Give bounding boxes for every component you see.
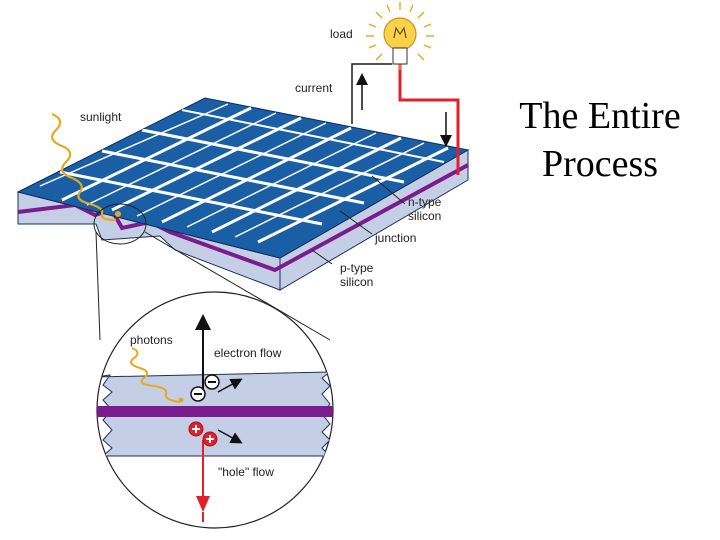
hole-icon — [188, 421, 243, 447]
hole-flow-label: "hole" flow — [218, 465, 274, 479]
junction-label: junction — [374, 231, 416, 245]
photon-wave-icon — [130, 347, 181, 403]
label-leaders — [311, 175, 406, 265]
magnifier — [93, 203, 334, 529]
n-type-label-line1: n-type — [408, 195, 442, 209]
magnified-junction — [97, 406, 333, 417]
p-type-label-line1: p-type — [340, 261, 374, 275]
magnifier-source-ring — [93, 203, 147, 245]
sunlight-hit-point — [115, 211, 121, 217]
sunlight-label: sunlight — [80, 110, 122, 124]
load-label: load — [330, 27, 353, 41]
current-label: current — [295, 81, 333, 95]
hole-flow-arrowhead — [196, 496, 210, 512]
wire-return — [398, 64, 460, 175]
photons-label: photons — [130, 333, 173, 347]
p-type-label-line2: silicon — [340, 275, 373, 289]
n-type-label-line2: silicon — [408, 209, 441, 223]
sunlight-wave-icon — [51, 112, 117, 222]
wire-supply — [351, 63, 392, 124]
slide-title: The Entire Process — [519, 95, 681, 185]
circuit — [351, 63, 460, 175]
electron-icon — [190, 374, 243, 402]
bulb-icon — [366, 2, 434, 70]
cell-grid — [39, 103, 449, 244]
solar-panel — [16, 97, 470, 291]
electron-flow-label: electron flow — [214, 346, 282, 360]
